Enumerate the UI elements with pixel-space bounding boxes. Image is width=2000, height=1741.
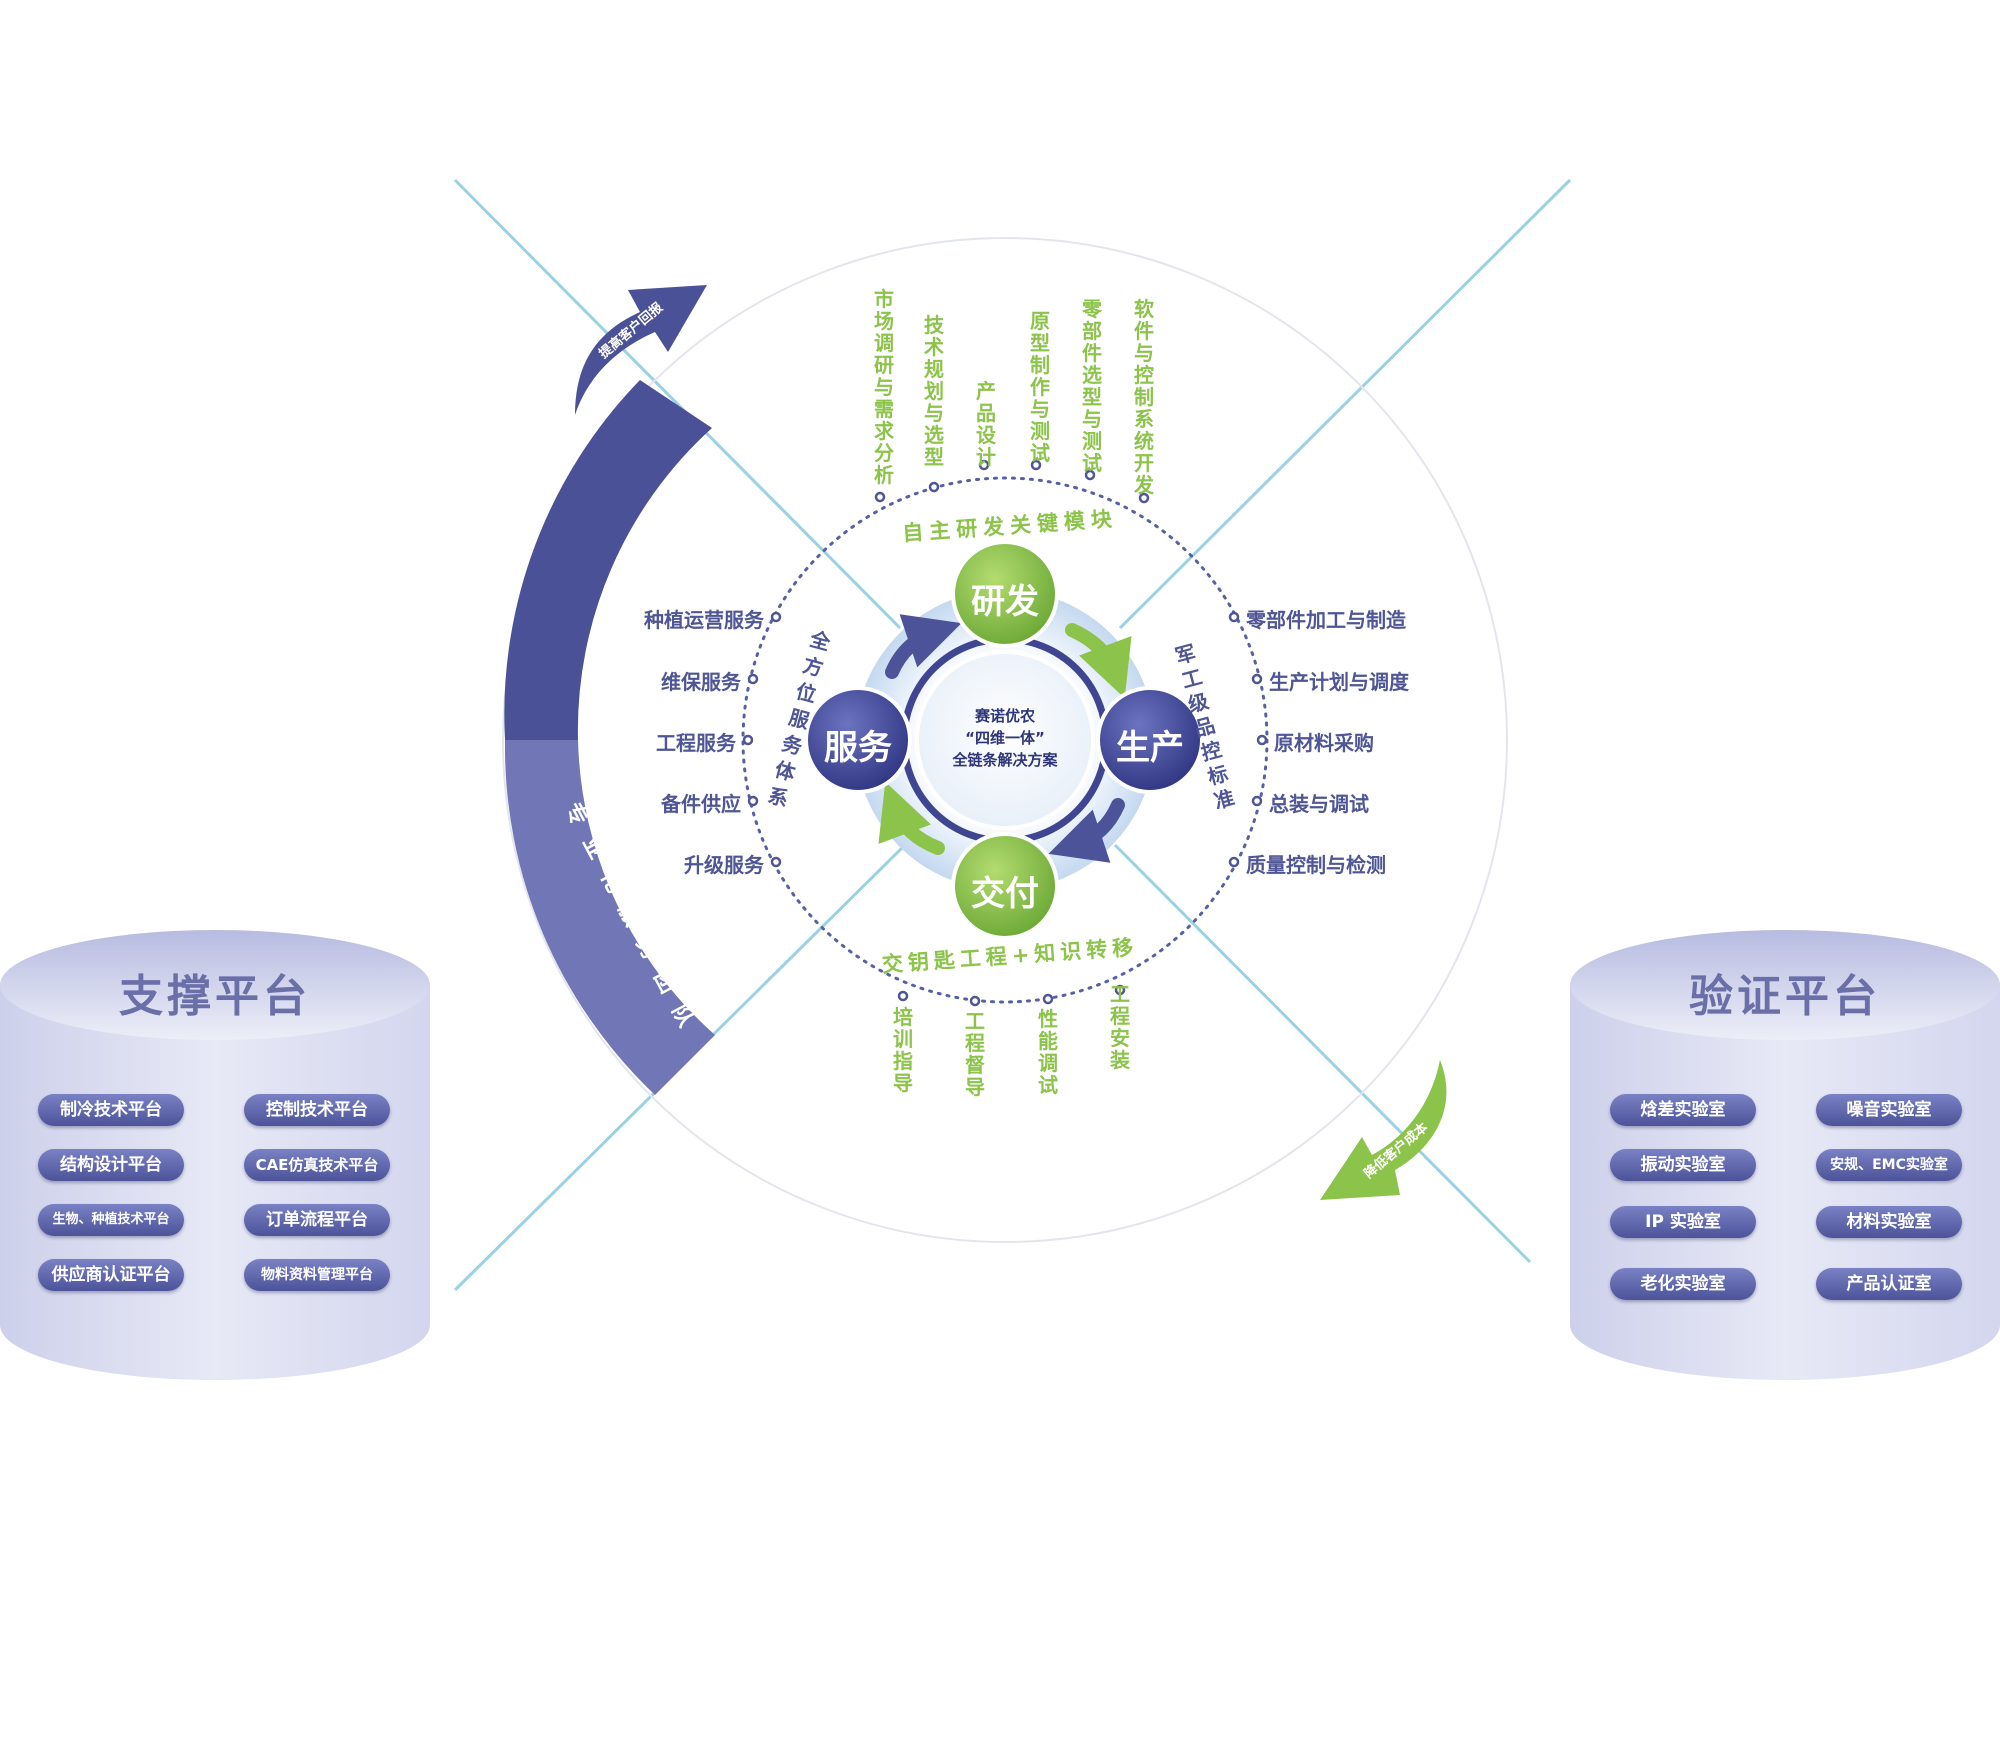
support-item[interactable]: 供应商认证平台 [38, 1259, 184, 1291]
verification-item[interactable]: 振动实验室 [1610, 1149, 1756, 1181]
node-delivery[interactable] [951, 832, 1059, 940]
verification-item[interactable]: 噪音实验室 [1816, 1094, 1962, 1126]
verification-item[interactable]: 焓差实验室 [1610, 1094, 1756, 1126]
arrow-down-shape [1320, 1060, 1447, 1200]
verification-item[interactable]: 材料实验室 [1816, 1206, 1962, 1238]
node-service[interactable] [804, 686, 912, 794]
arc-band-lower [504, 740, 715, 1095]
arrow-service-to-rd [885, 614, 962, 679]
arrow-rd-to-production [1065, 623, 1132, 699]
support-item[interactable]: 结构设计平台 [38, 1149, 184, 1181]
arrow-delivery-to-service [878, 781, 945, 855]
node-production[interactable] [1096, 686, 1204, 794]
inner-core [915, 650, 1095, 830]
verification-item[interactable]: 老化实验室 [1610, 1268, 1756, 1300]
cycle-arrows [878, 614, 1132, 863]
support-item[interactable]: 生物、种植技术平台 [38, 1204, 184, 1236]
arrow-up-shape [575, 285, 707, 415]
verification-item[interactable]: IP 实验室 [1610, 1206, 1756, 1238]
support-item[interactable]: CAE仿真技术平台 [244, 1149, 390, 1181]
label-dots [742, 459, 1268, 1007]
support-item[interactable]: 物料资料管理平台 [244, 1259, 390, 1291]
verification-item[interactable]: 安规、EMC实验室 [1816, 1149, 1962, 1181]
arc-band-upper [504, 380, 712, 740]
support-item[interactable]: 订单流程平台 [244, 1204, 390, 1236]
arrow-production-to-delivery [1048, 798, 1125, 863]
node-rd[interactable] [951, 540, 1059, 648]
support-item[interactable]: 制冷技术平台 [38, 1094, 184, 1126]
support-item[interactable]: 控制技术平台 [244, 1094, 390, 1126]
verification-item[interactable]: 产品认证室 [1816, 1268, 1962, 1300]
outer-circle [502, 237, 1508, 1243]
